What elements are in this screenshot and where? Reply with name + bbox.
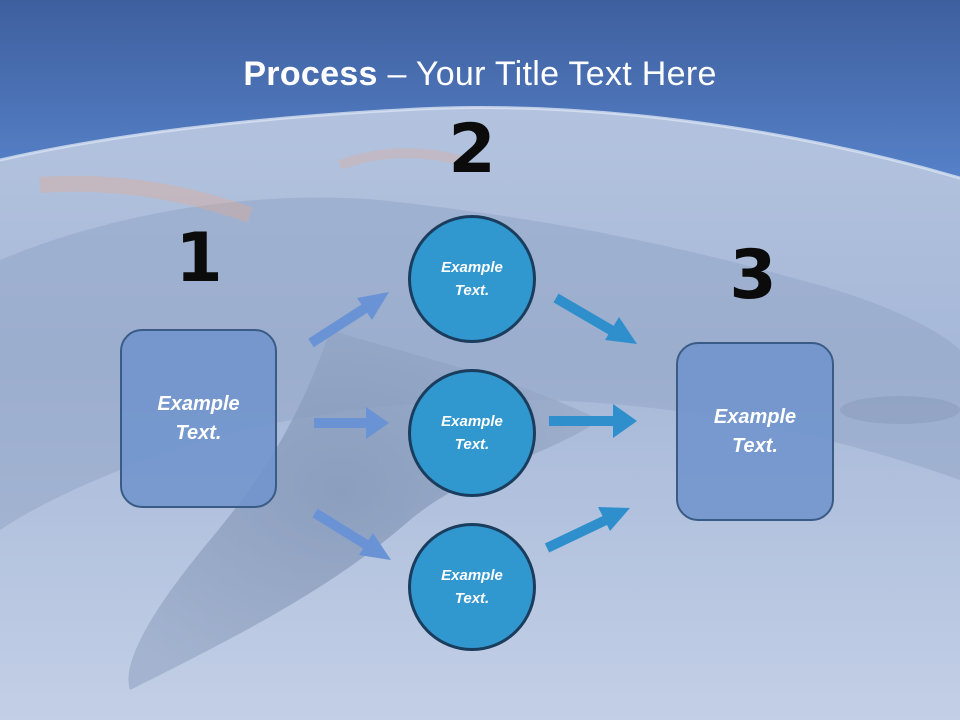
step-number-1: 1 (175, 219, 223, 298)
circle-top-line1: Example (441, 259, 503, 276)
slide-title: Process – Your Title Text Here (0, 52, 960, 96)
step-1-line2: Text. (175, 421, 222, 444)
circle-middle-line2: Text. (454, 436, 490, 453)
step-3-box: Example Text. (676, 342, 834, 521)
circle-bottom-line2: Text. (454, 590, 490, 607)
circle-middle-line1: Example (441, 413, 503, 430)
circle-bottom-line1: Example (441, 567, 503, 584)
step-2-circle-middle: Example Text. (408, 369, 536, 497)
step-1-line1: Example (157, 392, 240, 415)
title-bold: Process (243, 55, 378, 93)
title-rest: – Your Title Text Here (377, 55, 717, 93)
step-1-box: Example Text. (120, 329, 277, 508)
step-number-3: 3 (729, 236, 777, 315)
step-3-line1: Example (713, 405, 797, 428)
circle-top-line2: Text. (454, 282, 490, 299)
step-2-circle-bottom: Example Text. (408, 523, 536, 651)
step-2-circle-top: Example Text. (408, 215, 536, 343)
step-3-line2: Text. (732, 434, 778, 457)
step-number-2: 2 (448, 110, 496, 189)
